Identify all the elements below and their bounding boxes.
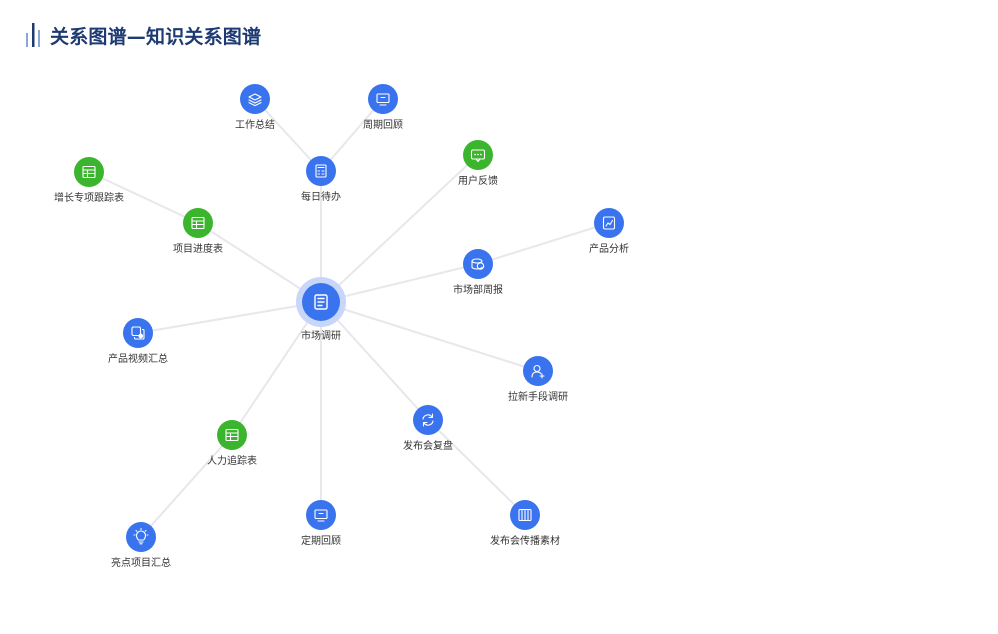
- video-copy-icon: [131, 326, 145, 340]
- table-icon: [82, 165, 96, 179]
- node-label: 发布会传播素材: [490, 534, 560, 547]
- node-highlight-projects[interactable]: 亮点项目汇总: [111, 522, 171, 569]
- node-label: 市场调研: [301, 329, 341, 342]
- edge-manpower-tracker-highlight-projects: [140, 434, 233, 538]
- node-label: 产品视频汇总: [108, 352, 168, 365]
- table-icon: [191, 216, 205, 230]
- table-icon: [225, 428, 239, 442]
- node-label: 发布会复盘: [403, 439, 453, 452]
- page-title: 关系图谱—知识关系图谱: [50, 25, 262, 48]
- add-user-icon: [531, 364, 545, 379]
- edge-daily-todo-work-summary: [254, 98, 322, 172]
- monitor-icon: [314, 509, 328, 522]
- node-label: 定期回顾: [301, 534, 341, 547]
- refresh-icon: [422, 413, 434, 427]
- node-label: 亮点项目汇总: [111, 556, 171, 569]
- lightbulb-icon: [133, 527, 149, 545]
- node-label: 项目进度表: [173, 242, 223, 255]
- node-daily-todo[interactable]: 每日待办: [301, 156, 341, 203]
- node-launch-review[interactable]: 发布会复盘: [403, 405, 453, 452]
- node-launch-materials[interactable]: 发布会传播素材: [490, 500, 560, 547]
- chat-bubble-icon: [470, 149, 486, 163]
- node-product-analysis[interactable]: 产品分析: [589, 208, 629, 255]
- node-product-video[interactable]: 产品视频汇总: [108, 318, 168, 365]
- node-periodic-review-bottom[interactable]: 定期回顾: [301, 500, 341, 547]
- node-market-research[interactable]: 市场调研: [296, 277, 346, 342]
- coins-icon: [471, 258, 485, 270]
- edge-market-research-manpower-tracker: [231, 301, 322, 436]
- edge-market-research-market-weekly: [320, 263, 479, 303]
- node-work-summary[interactable]: 工作总结: [235, 84, 275, 131]
- node-label: 市场部周报: [453, 283, 503, 296]
- page-header: 关系图谱—知识关系图谱: [24, 20, 261, 50]
- node-label: 人力追踪表: [207, 454, 257, 467]
- node-label: 产品分析: [589, 242, 629, 255]
- chart-doc-icon: [602, 216, 616, 230]
- node-acquisition-research[interactable]: 拉新手段调研: [508, 356, 568, 403]
- node-circle: [306, 500, 336, 530]
- edge-market-research-product-video: [137, 301, 322, 334]
- node-manpower-tracker[interactable]: 人力追踪表: [207, 420, 257, 467]
- title-bars-icon: [26, 23, 40, 47]
- node-circle: [368, 84, 398, 114]
- edge-market-research-user-feedback: [320, 154, 479, 303]
- document-list-icon: [314, 294, 328, 310]
- node-circle: [183, 208, 213, 238]
- node-label: 每日待办: [301, 190, 341, 203]
- calculator-icon: [315, 164, 327, 178]
- node-circle: [240, 84, 270, 114]
- node-user-feedback[interactable]: 用户反馈: [458, 140, 498, 187]
- books-icon: [518, 508, 532, 522]
- node-growth-tracker[interactable]: 增长专项跟踪表: [54, 157, 124, 204]
- node-label: 工作总结: [235, 118, 275, 131]
- node-circle: [126, 522, 156, 552]
- node-label: 拉新手段调研: [508, 390, 568, 403]
- node-circle: [123, 318, 153, 348]
- node-periodic-review-top[interactable]: 周期回顾: [363, 84, 403, 131]
- edge-daily-todo-periodic-review-top: [320, 98, 384, 172]
- node-label: 增长专项跟踪表: [54, 191, 124, 204]
- graph-edges: [88, 98, 610, 538]
- edge-launch-review-launch-materials: [427, 419, 526, 516]
- edge-market-weekly-product-analysis: [477, 222, 610, 265]
- monitor-icon: [376, 93, 390, 106]
- node-circle: [217, 420, 247, 450]
- node-circle: [306, 156, 336, 186]
- node-project-progress[interactable]: 项目进度表: [173, 208, 223, 255]
- node-label: 用户反馈: [458, 174, 498, 187]
- edge-market-research-acquisition-research: [320, 301, 539, 372]
- layers-icon: [248, 93, 262, 107]
- node-circle: [74, 157, 104, 187]
- node-circle: [413, 405, 443, 435]
- node-market-weekly[interactable]: 市场部周报: [453, 249, 503, 296]
- node-label: 周期回顾: [363, 119, 403, 131]
- node-circle: [594, 208, 624, 238]
- edge-market-research-launch-review: [320, 301, 429, 421]
- edge-project-progress-growth-tracker: [88, 171, 199, 224]
